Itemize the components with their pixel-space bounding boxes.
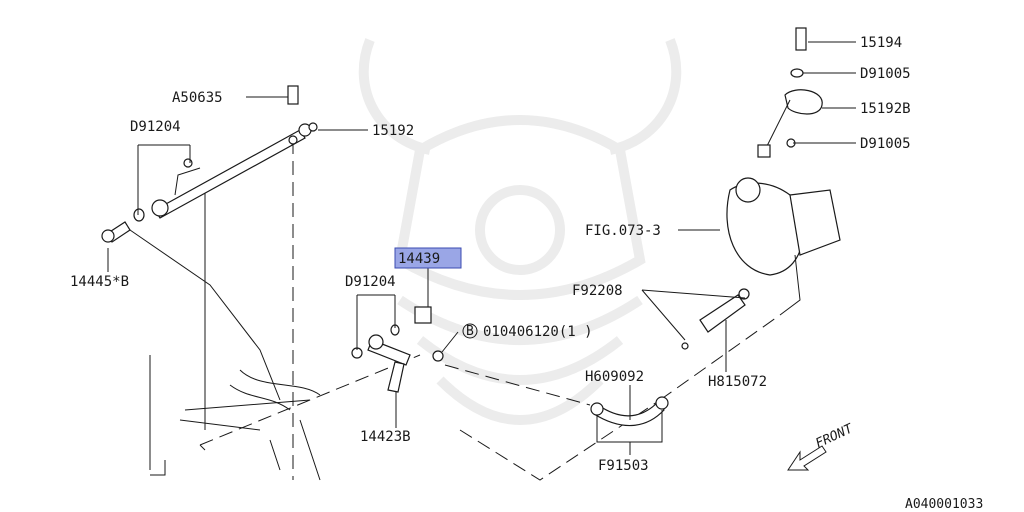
reference-lines [199,140,781,481]
front-arrow-icon [787,445,827,471]
label-d91204-top[interactable]: D91204 [130,119,181,135]
label-14439[interactable]: 14439 [398,251,440,267]
leader-lines [107,41,856,455]
label-14445b[interactable]: 14445*B [70,274,129,290]
label-d91005-top[interactable]: D91005 [860,66,911,82]
label-a50635[interactable]: A50635 [172,90,223,106]
label-15194[interactable]: 15194 [860,35,902,51]
actuator-assembly-right [681,27,841,350]
label-fig-073-3[interactable]: FIG.073-3 [585,223,661,239]
label-010406120[interactable]: 010406120(1 ) [483,324,593,340]
label-15192b[interactable]: 15192B [860,101,911,117]
label-f91503[interactable]: F91503 [598,458,649,474]
ref-b-circle [462,323,478,339]
label-front: FRONT [813,421,856,452]
label-14423b[interactable]: 14423B [360,429,411,445]
label-b-letter: B [466,324,474,339]
pipe-assembly-left [101,85,318,243]
label-f92208[interactable]: F92208 [572,283,623,299]
label-15192[interactable]: 15192 [372,123,414,139]
label-d91005-bottom[interactable]: D91005 [860,136,911,152]
part-highlight-box[interactable] [394,247,462,269]
label-h815072[interactable]: H815072 [708,374,767,390]
label-h609092[interactable]: H609092 [585,369,644,385]
engine-block-outline [129,190,321,481]
hose-bottom [590,396,669,427]
tube-assembly-middle [351,306,444,393]
label-d91204-middle[interactable]: D91204 [345,274,396,290]
label-reference-code: A040001033 [905,497,983,512]
